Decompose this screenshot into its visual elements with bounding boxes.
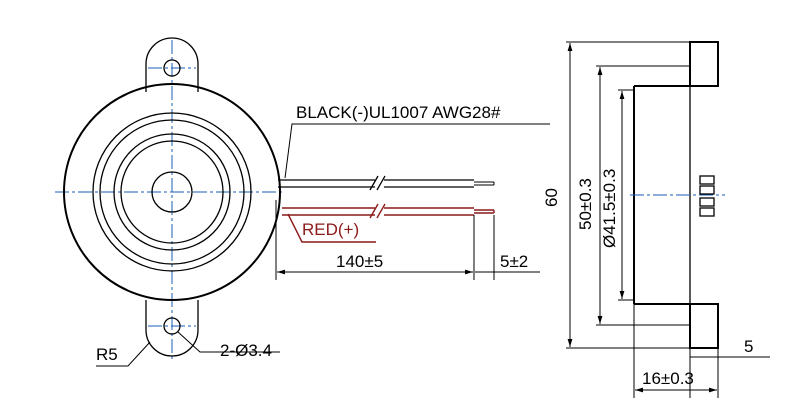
terminal-lower-2: [699, 207, 715, 217]
inner-ring-3: [113, 133, 231, 251]
center-opening: [151, 171, 193, 213]
front-view: BLACK(-)UL1007 AWG28# RED(+) 140±5 5±2 R…: [55, 37, 550, 367]
black-wire-label: BLACK(-)UL1007 AWG28#: [296, 103, 501, 122]
outer-housing-circle: [63, 83, 281, 301]
top-mount-hole: [163, 59, 181, 77]
red-wire-label: RED(+): [302, 220, 359, 239]
red-wire: [282, 203, 495, 219]
inner-ring-2: [99, 119, 245, 265]
radius-leader: [96, 341, 151, 367]
top-mounting-ear: [145, 37, 199, 92]
inner-ring-1: [92, 112, 252, 272]
wire-length-label: 140±5: [336, 252, 383, 271]
inner-diameter-label: Ø41.5±0.3: [600, 169, 619, 248]
side-bottom-flange: [689, 303, 719, 349]
holes-leader: [177, 331, 280, 353]
side-view: 60 50±0.3 Ø41.5±0.3 5 16±0.3: [542, 41, 770, 398]
height-label: 60: [542, 188, 561, 207]
terminal-upper-2: [699, 185, 715, 195]
terminal-lower: [699, 197, 715, 207]
terminal-upper: [699, 175, 715, 185]
black-wire-leader: [284, 123, 550, 179]
holes-label: 2-Ø3.4: [220, 341, 272, 360]
radius-label: R5: [96, 345, 118, 364]
side-top-flange: [689, 41, 719, 87]
strip-length-label: 5±2: [500, 252, 528, 271]
depth-label: 16±0.3: [642, 369, 694, 388]
outer-diameter-label: 50±0.3: [576, 178, 595, 230]
bottom-mount-hole: [163, 317, 181, 335]
flange-label: 5: [744, 337, 753, 356]
red-wire-leader: [287, 213, 376, 243]
black-wire: [278, 175, 495, 191]
bottom-mounting-ear: [145, 300, 199, 357]
inner-ring-4: [120, 140, 224, 244]
